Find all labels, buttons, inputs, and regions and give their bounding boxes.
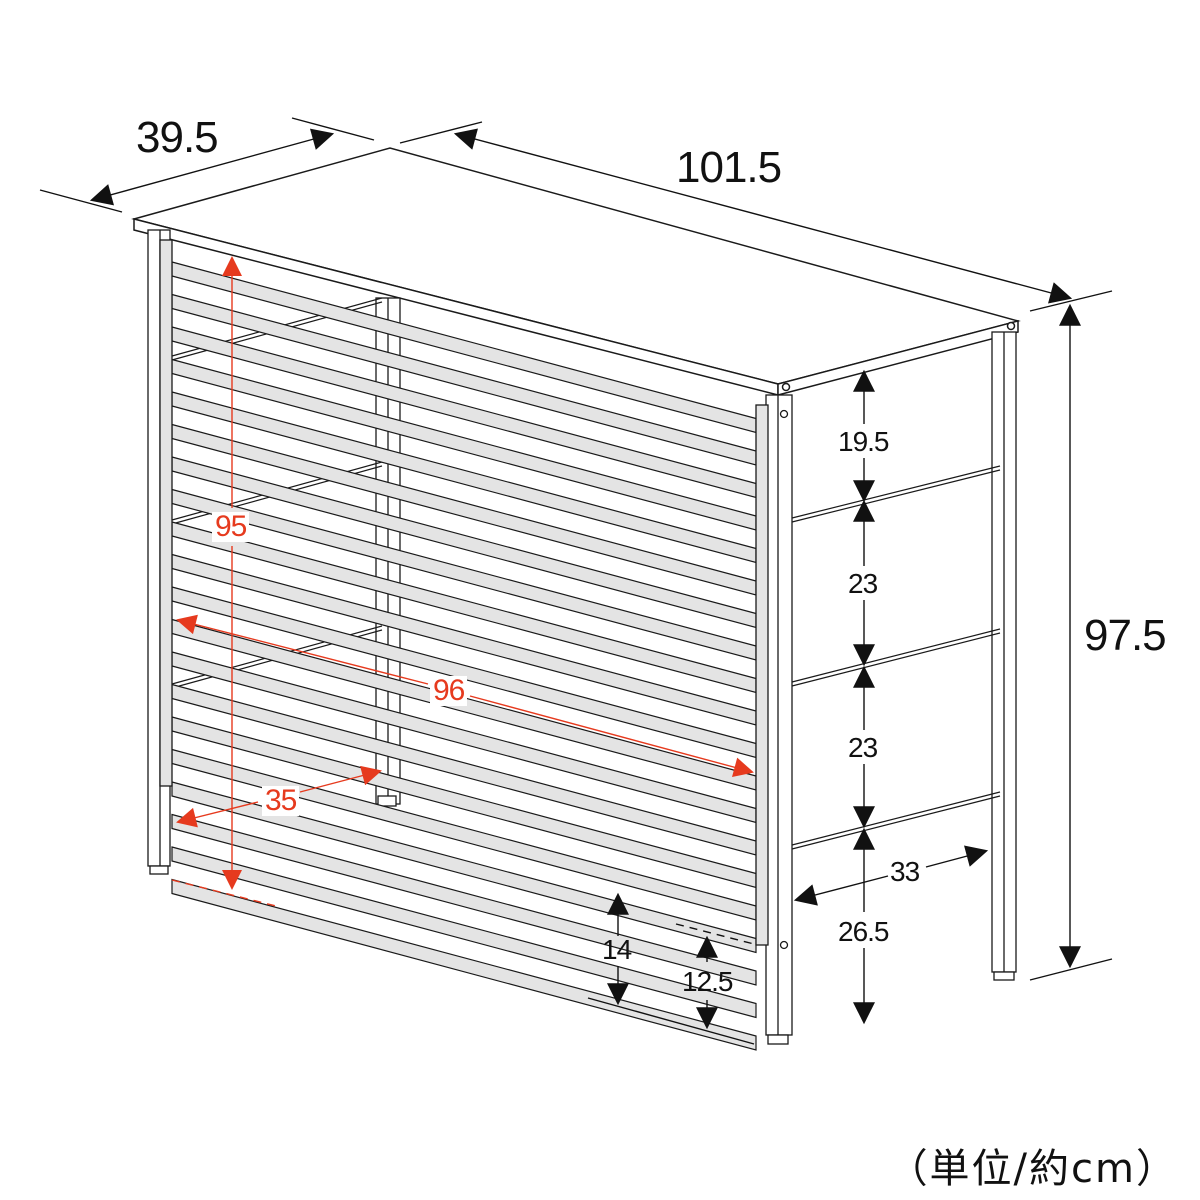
inner-depth-label: 35 <box>262 786 300 816</box>
shelf-gap-2-label: 23 <box>848 732 878 763</box>
front-slats <box>171 261 757 1051</box>
top-gap-label: 19.5 <box>838 426 889 457</box>
bottom-gap-label: 26.5 <box>838 916 889 947</box>
left-front-leg <box>147 229 173 875</box>
inner-height-label: 95 <box>212 512 250 542</box>
right-front-leg <box>755 394 793 1045</box>
slat <box>171 846 757 1019</box>
height-dimension-label: 97.5 <box>1084 611 1167 660</box>
side-clearance-label: 12.5 <box>682 966 733 997</box>
right-back-leg <box>991 331 1017 981</box>
unit-note: （単位/約cm） <box>887 1146 1178 1192</box>
dimension-lines-red <box>171 256 754 907</box>
slat <box>171 813 757 986</box>
slat-clearance-label: 14 <box>602 934 632 965</box>
side-shelf-rods <box>791 465 1001 850</box>
inner-width-label: 96 <box>430 676 468 706</box>
slat <box>171 878 757 1051</box>
shelf-depth-label: 33 <box>890 856 920 887</box>
shelf-gap-1-label: 23 <box>848 568 878 599</box>
dimension-lines-black <box>39 117 1113 1045</box>
width-dimension-label: 101.5 <box>676 143 782 192</box>
depth-dimension-label: 39.5 <box>136 113 219 162</box>
